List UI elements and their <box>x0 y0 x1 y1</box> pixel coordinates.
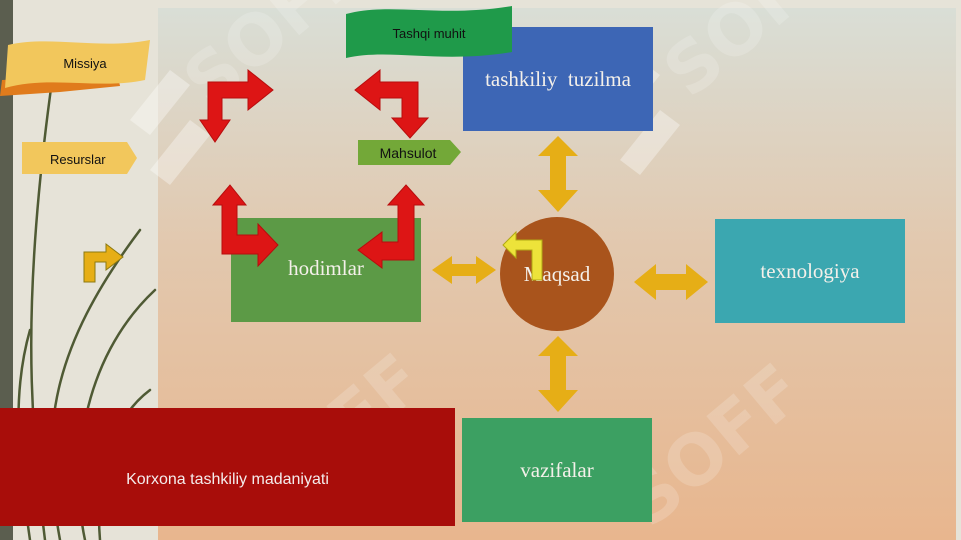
gold-arrow-hodimlar-maqsad <box>432 256 496 284</box>
tashqi-muhit-flag-shape <box>346 6 512 58</box>
red-arrow-top-right <box>354 68 430 139</box>
footer-title: Korxona tashkiliy madaniyati <box>126 471 329 488</box>
small-bent-arrow-left <box>83 242 124 283</box>
tashqi-muhit-label: Tashqi muhit <box>392 25 466 41</box>
vazifalar-label: vazifalar <box>520 457 594 482</box>
red-arrow-top-left <box>199 68 274 143</box>
footer-banner: Korxona tashkiliy madaniyati <box>0 408 455 526</box>
mahsulot-label: Mahsulot <box>379 144 437 161</box>
texnologiya-box: texnologiya <box>715 219 905 323</box>
small-bent-arrow-maqsad <box>502 230 543 281</box>
texnologiya-label: texnologiya <box>760 258 860 283</box>
hodimlar-label: hodimlar <box>288 256 364 280</box>
resurslar-flag-shape <box>22 142 137 174</box>
missiya-flag: Missiya <box>30 50 140 76</box>
red-arrow-bottom-left <box>211 184 279 268</box>
hodimlar-box: hodimlar <box>231 218 421 322</box>
tashqi-muhit-flag: Tashqi muhit <box>346 20 512 46</box>
gold-arrow-vazifalar-maqsad <box>538 336 578 412</box>
resurslar-flag: Resurslar <box>22 146 137 172</box>
mahsulot-tag: Mahsulot <box>358 140 458 165</box>
missiya-label: Missiya <box>63 55 107 71</box>
gold-arrow-tuzilma-maqsad <box>538 136 578 212</box>
tashkiliy-tuzilma-label: tashkiliy tuzilma <box>485 67 631 91</box>
vazifalar-box: vazifalar <box>462 418 652 522</box>
mahsulot-tag-shape <box>358 140 461 165</box>
gold-arrow-texnologiya-maqsad <box>634 264 708 300</box>
missiya-flag-shape <box>0 40 150 96</box>
resurslar-label: Resurslar <box>50 151 106 167</box>
red-arrow-bottom-right <box>357 184 426 269</box>
